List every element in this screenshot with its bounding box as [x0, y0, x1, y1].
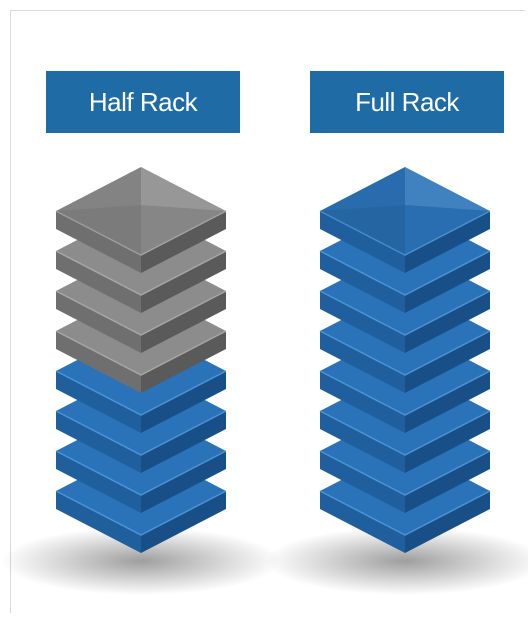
full-rack-label: Full Rack — [310, 71, 504, 133]
gray-rack-unit — [55, 167, 227, 273]
half-rack-label: Half Rack — [46, 71, 240, 133]
rack-shadow — [265, 527, 528, 595]
image-frame — [10, 10, 525, 613]
full-rack-stack — [265, 167, 528, 595]
half-rack-stack — [1, 167, 281, 595]
blue-rack-unit — [319, 167, 491, 273]
rack-shadow — [1, 527, 281, 595]
